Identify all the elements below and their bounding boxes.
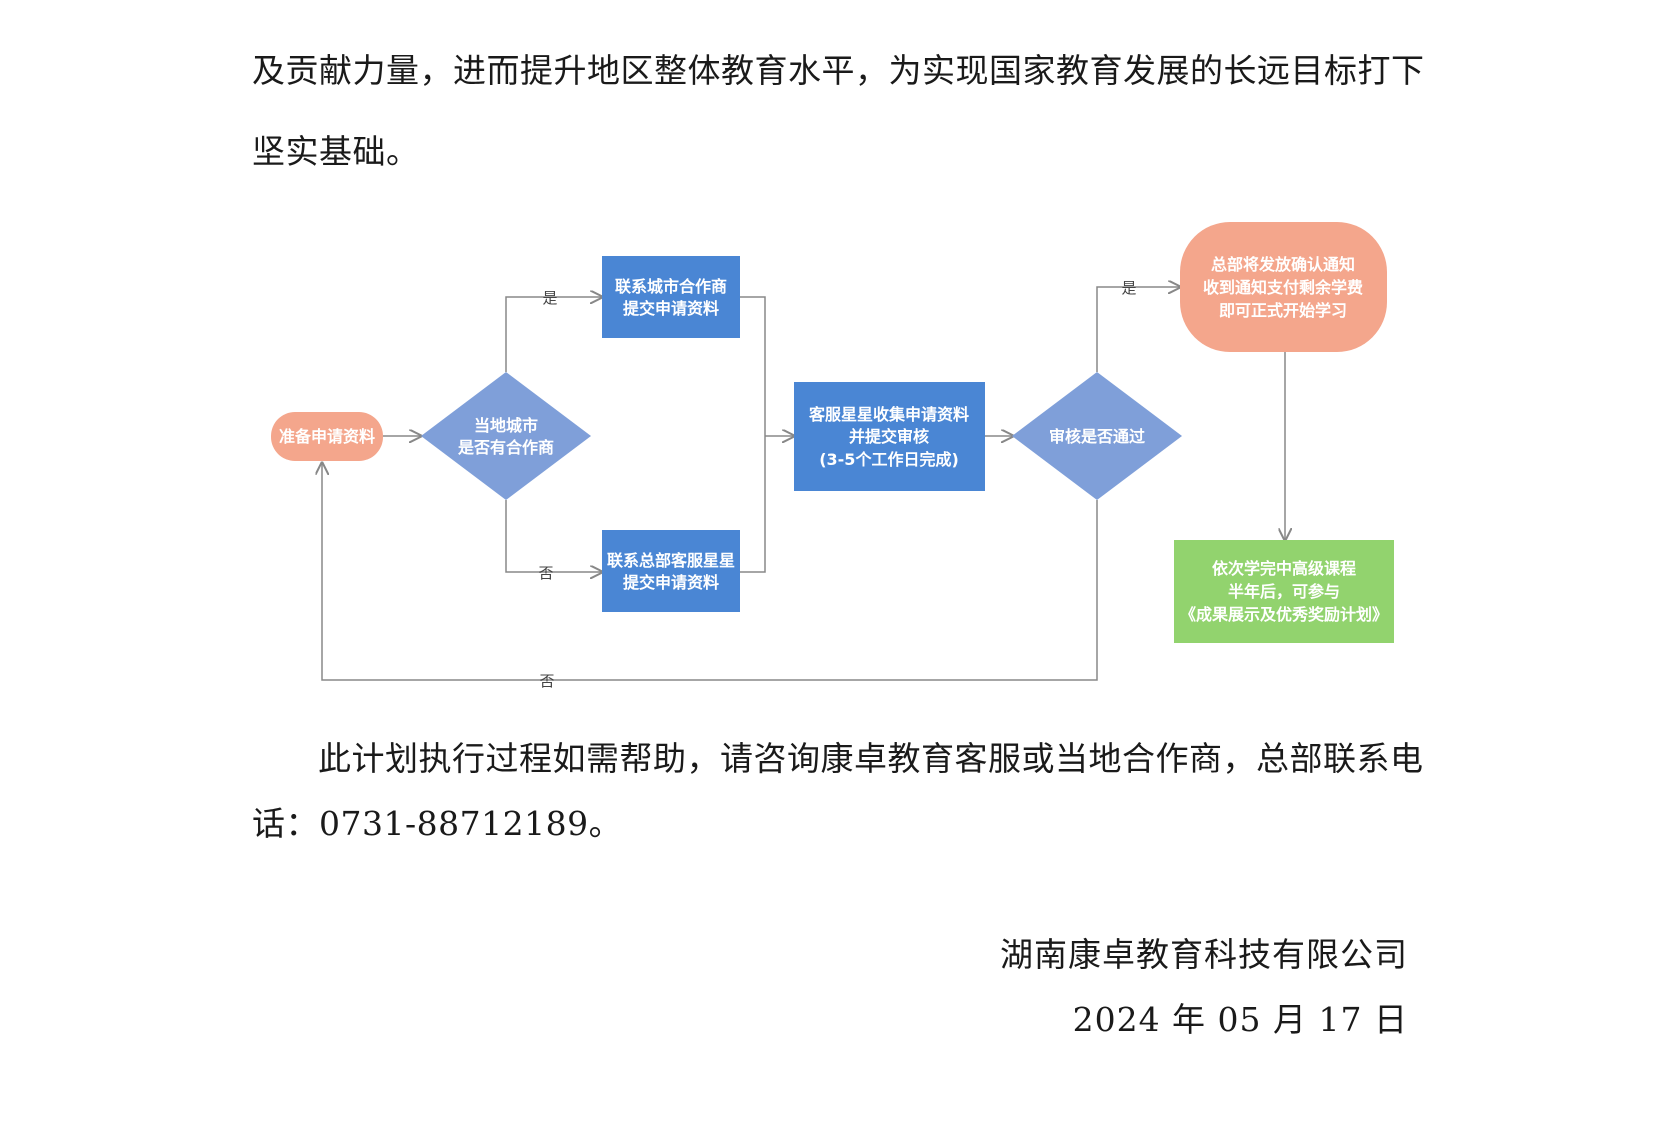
edge-review-to-notify [1096, 287, 1180, 372]
label-no-review: 否 [539, 672, 554, 690]
edge-decision-to-hq [505, 500, 602, 572]
notify-line-3: 即可正式开始学习 [1219, 301, 1347, 320]
edge-decision-to-city-partner [505, 297, 602, 372]
collect-line-1: 客服星星收集申请资料 [809, 405, 969, 424]
signature-date: 2024 年 05 月 17 日 [1072, 1000, 1408, 1039]
node-notify: 总部将发放确认通知 收到通知支付剩余学费 即可正式开始学习 [1180, 222, 1387, 352]
city-partner-line-2: 提交申请资料 [623, 299, 719, 318]
paragraph-bottom-line-2: 话：0731-88712189。 [252, 804, 623, 843]
label-no-hq: 否 [538, 564, 553, 582]
notify-line-1: 总部将发放确认通知 [1211, 255, 1355, 274]
edge-merge [740, 296, 766, 573]
review-text: 审核是否通过 [1049, 427, 1145, 446]
paragraph-bottom-line-1: 此计划执行过程如需帮助，请咨询康卓教育客服或当地合作商，总部联系电 [318, 739, 1424, 778]
finish-line-1: 依次学完中高级课程 [1212, 559, 1356, 578]
decision-city-line-1: 当地城市 [474, 416, 538, 435]
paragraph-top-line-1: 及贡献力量，进而提升地区整体教育水平，为实现国家教育发展的长远目标打下 [252, 51, 1425, 90]
node-collect: 客服星星收集申请资料 并提交审核 (3-5个工作日完成) [794, 382, 985, 491]
collect-line-3: (3-5个工作日完成) [819, 450, 959, 469]
label-yes-review: 是 [1121, 279, 1136, 297]
node-finish: 依次学完中高级课程 半年后，可参与 《成果展示及优秀奖励计划》 [1174, 540, 1394, 643]
city-partner-line-1: 联系城市合作商 [615, 277, 727, 296]
collect-line-2: 并提交审核 [849, 427, 929, 446]
label-yes-city: 是 [542, 289, 557, 307]
finish-line-3: 《成果展示及优秀奖励计划》 [1180, 605, 1388, 624]
signature-company: 湖南康卓教育科技有限公司 [1000, 935, 1408, 974]
flow-edges [322, 287, 1285, 681]
node-hq-service: 联系总部客服星星 提交申请资料 [602, 530, 740, 612]
edge-review-back-to-start [322, 463, 1098, 681]
decision-city-line-2: 是否有合作商 [457, 438, 554, 457]
paragraph-top-line-2: 坚实基础。 [252, 132, 420, 171]
hq-service-line-1: 联系总部客服星星 [607, 551, 735, 570]
node-review: 审核是否通过 [1012, 372, 1182, 500]
node-city-partner: 联系城市合作商 提交申请资料 [602, 256, 740, 338]
finish-line-2: 半年后，可参与 [1228, 582, 1340, 601]
node-decision-city: 当地城市 是否有合作商 [421, 372, 591, 500]
node-start: 准备申请资料 [271, 412, 383, 461]
hq-service-line-2: 提交申请资料 [623, 573, 719, 592]
notify-line-2: 收到通知支付剩余学费 [1203, 278, 1363, 297]
flowchart: 是 否 是 否 准备申请资料 当地城市 是否有合作商 联系城市合作商 提交申请资… [271, 222, 1394, 690]
node-start-text: 准备申请资料 [279, 427, 375, 446]
